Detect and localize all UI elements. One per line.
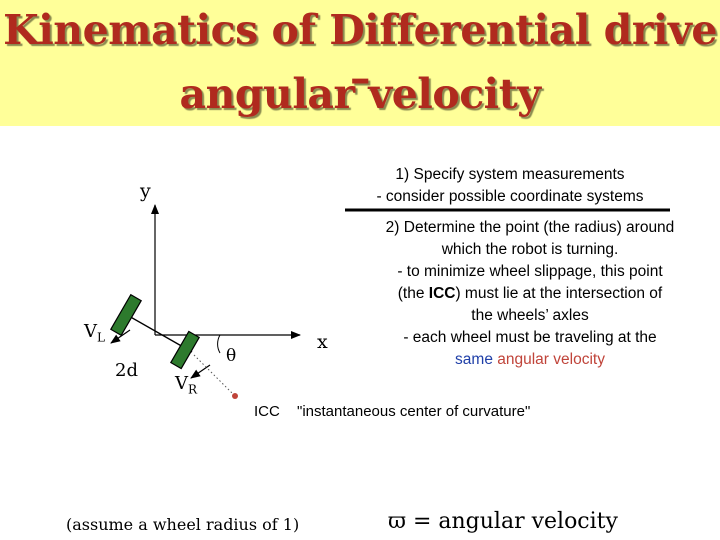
vr-label: VR [175, 373, 197, 397]
step-2-line-7: same angular velocity [340, 349, 720, 371]
vr-arrow [190, 364, 211, 379]
same-word: same [455, 351, 493, 368]
theta-arc [217, 334, 221, 354]
icc-dotted-line [193, 354, 235, 396]
step-2-line-2: which the robot is turning. [441, 241, 619, 258]
omega-symbol: ϖ [388, 509, 406, 534]
icc-bold-term: ICC [428, 285, 456, 302]
step-1-line-1: 1) Specify system measurements [395, 166, 625, 183]
vr-label-main: V [175, 373, 188, 394]
left-wheel [109, 293, 143, 337]
icc-label: ICC [254, 403, 280, 420]
two-d-label: 2d [115, 360, 138, 381]
angular-velocity-word: angular velocity [497, 351, 605, 368]
step-1-line-2: - consider possible coordinate systems [376, 188, 644, 205]
icc-point [232, 393, 238, 399]
x-axis-label: x [317, 331, 328, 353]
step-2-line-6: - each wheel must be traveling at the [403, 329, 657, 346]
title-line-2: angular velocity [179, 70, 542, 118]
step-2-line-3: - to minimize wheel slippage, this point [397, 263, 663, 280]
vl-label-main: V [84, 321, 97, 342]
step-2-line-5: the wheels’ axles [471, 307, 589, 324]
vl-label-sub: L [97, 330, 105, 345]
step-2-line-1: 2) Determine the point (the radius) arou… [385, 219, 675, 236]
right-wheel [169, 330, 201, 370]
step-2-line-4: (the ICC) must lie at the intersection o… [340, 283, 720, 305]
vl-arrow [110, 329, 131, 344]
vl-label: VL [84, 321, 105, 345]
theta-label: θ [226, 346, 237, 366]
title-band [0, 0, 720, 126]
icc-description: "instantaneous center of curvature" [297, 403, 531, 420]
step-1: 1) Specify system measurements - conside… [340, 164, 680, 208]
step-2: 2) Determine the point (the radius) arou… [340, 217, 720, 371]
omega-text: = angular velocity [412, 509, 618, 534]
step-2-line-4-c: ) must lie at the intersection of [455, 285, 663, 302]
step-2-line-4-a: (the [397, 285, 429, 302]
y-axis-label: y [140, 180, 151, 202]
title-line-1: Kinematics of Differential drive – [3, 6, 717, 102]
vr-label-sub: R [188, 382, 198, 397]
omega-definition: ϖ = angular velocity [388, 509, 618, 534]
wheel-radius-note: (assume a wheel radius of 1) [66, 515, 300, 534]
